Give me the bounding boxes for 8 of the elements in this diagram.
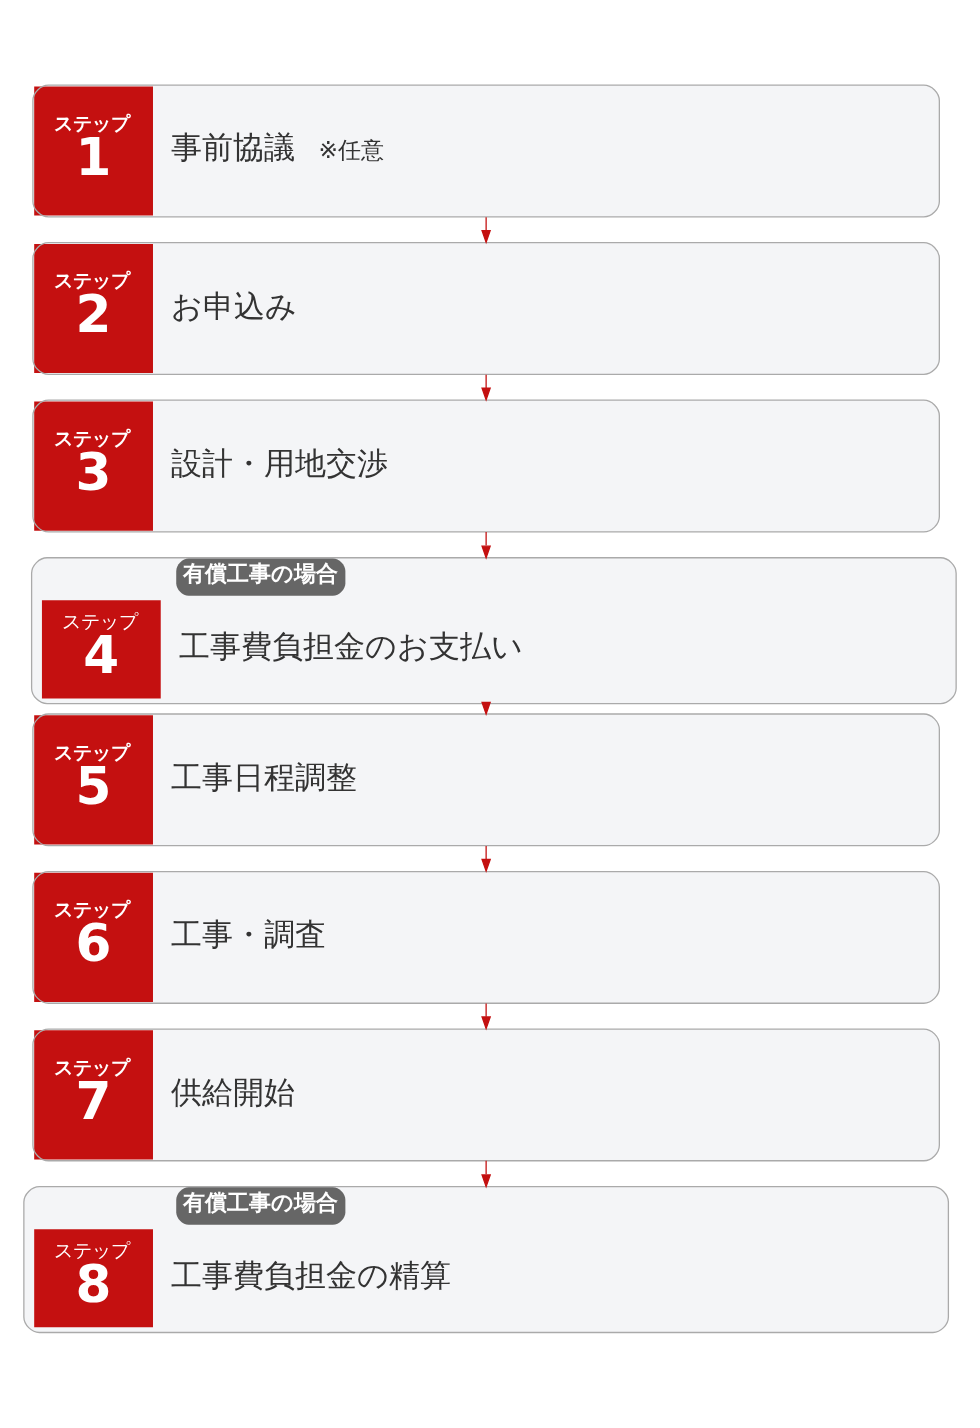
arrow <box>481 1002 492 1031</box>
node-box: 有償工事の場合 <box>176 1187 346 1225</box>
arrow <box>481 531 492 560</box>
node-box: 有償工事の場合 <box>176 558 346 596</box>
arrow <box>481 216 492 245</box>
arrow <box>481 374 492 402</box>
arrow <box>481 845 492 873</box>
arrow <box>481 1160 492 1189</box>
